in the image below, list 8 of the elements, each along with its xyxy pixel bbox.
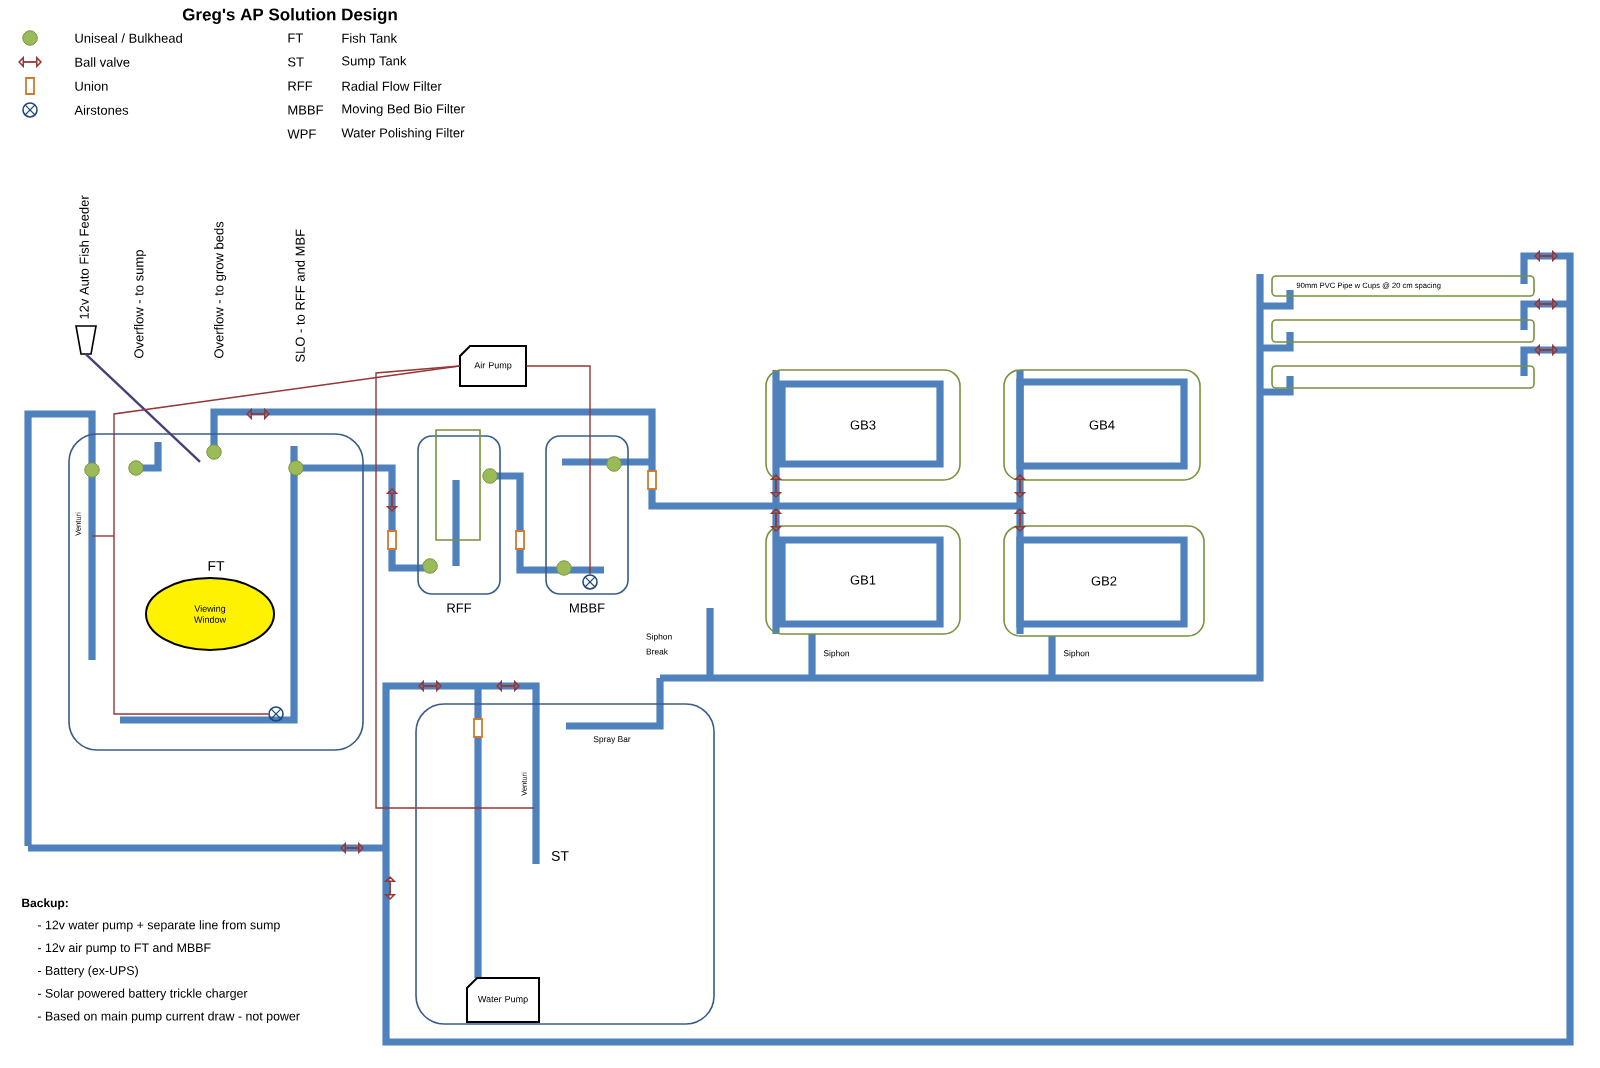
airstone-symbol: [582, 574, 598, 590]
air-line: [85, 353, 201, 463]
air-line: [375, 365, 535, 809]
nft-pipe: [1271, 319, 1535, 343]
airstone-symbol: [268, 706, 284, 722]
air-line: [525, 365, 591, 575]
nft-pipe: [1271, 365, 1535, 389]
title: Greg's AP Solution Design: [182, 8, 397, 24]
